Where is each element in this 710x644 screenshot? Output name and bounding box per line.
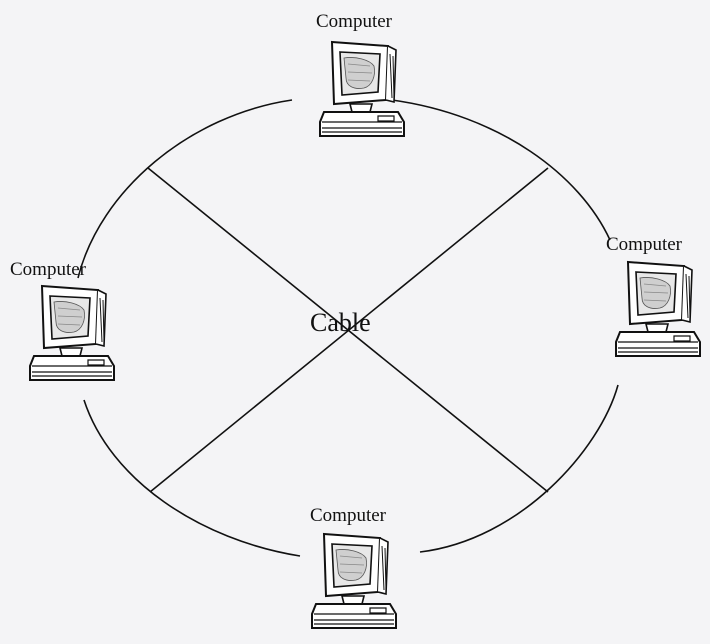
computer-right-icon <box>616 262 700 356</box>
computer-top-label: Computer <box>316 11 392 33</box>
computer-bottom-label: Computer <box>310 505 386 527</box>
computer-right-label: Computer <box>606 234 682 256</box>
cable-label: Cable <box>310 308 371 338</box>
computer-top-icon <box>320 42 404 136</box>
computer-left-icon <box>30 286 114 380</box>
computer-bottom-icon <box>312 534 396 628</box>
computer-left-label: Computer <box>10 259 86 281</box>
